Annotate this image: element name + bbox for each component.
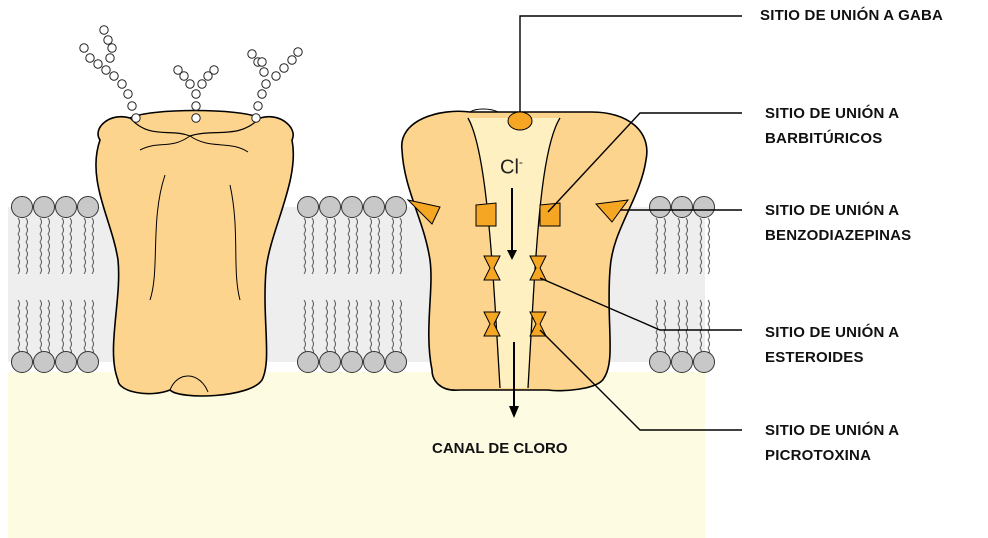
sugar-bead — [210, 66, 218, 74]
lipid-head — [386, 197, 407, 218]
lipid-head — [342, 352, 363, 373]
sugar-bead — [108, 44, 116, 52]
sugar-bead — [258, 90, 266, 98]
lipid-head — [320, 352, 341, 373]
open-receptor — [402, 109, 647, 418]
sugar-bead — [288, 56, 296, 64]
sugar-bead — [252, 114, 260, 122]
label-benzodiazepine-site: SITIO DE UNIÓN ABENZODIAZEPINAS — [765, 198, 911, 248]
lipid-head — [672, 197, 693, 218]
sugar-bead — [262, 80, 270, 88]
lipid-head — [34, 197, 55, 218]
sugar-bead — [86, 54, 94, 62]
lipid-head — [342, 197, 363, 218]
sugar-bead — [100, 26, 108, 34]
lipid-head — [364, 197, 385, 218]
lipid-head — [298, 197, 319, 218]
sugar-bead — [174, 66, 182, 74]
lipid-head — [34, 352, 55, 373]
label-gaba-site: SITIO DE UNIÓN A GABA — [760, 3, 943, 28]
lipid-tail — [708, 218, 710, 274]
glycosylation-chains — [80, 26, 302, 122]
sugar-bead — [104, 36, 112, 44]
sugar-bead — [258, 58, 266, 66]
sugar-bead — [260, 68, 268, 76]
sugar-bead — [254, 102, 262, 110]
label-picrotoxin-site: SITIO DE UNIÓN APICROTOXINA — [765, 418, 899, 468]
gaba-site-icon — [508, 112, 532, 130]
lipid-head — [650, 197, 671, 218]
lipid-head — [650, 352, 671, 373]
sugar-bead — [124, 90, 132, 98]
lipid-head — [12, 197, 33, 218]
sugar-bead — [106, 54, 114, 62]
sugar-bead — [80, 44, 88, 52]
lipid-head — [694, 352, 715, 373]
sugar-bead — [192, 90, 200, 98]
lipid-head — [694, 197, 715, 218]
sugar-bead — [110, 72, 118, 80]
sugar-bead — [94, 60, 102, 68]
closed-receptor — [96, 111, 293, 396]
sugar-bead — [118, 80, 126, 88]
lipid-head — [78, 352, 99, 373]
sugar-bead — [280, 64, 288, 72]
lipid-head — [320, 197, 341, 218]
cytoplasm-region — [8, 372, 705, 538]
sugar-bead — [192, 102, 200, 110]
sugar-bead — [186, 80, 194, 88]
sugar-bead — [248, 50, 256, 58]
lipid-tail — [708, 300, 710, 356]
barbiturate-site-left-icon — [476, 203, 496, 226]
sugar-bead — [198, 80, 206, 88]
sugar-bead — [102, 66, 110, 74]
lipid-head — [12, 352, 33, 373]
lipid-head — [672, 352, 693, 373]
lipid-head — [298, 352, 319, 373]
sugar-bead — [272, 72, 280, 80]
sugar-bead — [132, 114, 140, 122]
sugar-bead — [294, 48, 302, 56]
barbiturate-site-right-icon — [540, 203, 560, 226]
lipid-head — [78, 197, 99, 218]
lipid-head — [56, 352, 77, 373]
chloride-ion-label: Cl- — [500, 155, 523, 180]
sugar-bead — [192, 114, 200, 122]
lipid-head — [364, 352, 385, 373]
channel-caption: CANAL DE CLORO — [432, 440, 568, 457]
sugar-bead — [128, 102, 136, 110]
lipid-head — [56, 197, 77, 218]
lipid-head — [386, 352, 407, 373]
